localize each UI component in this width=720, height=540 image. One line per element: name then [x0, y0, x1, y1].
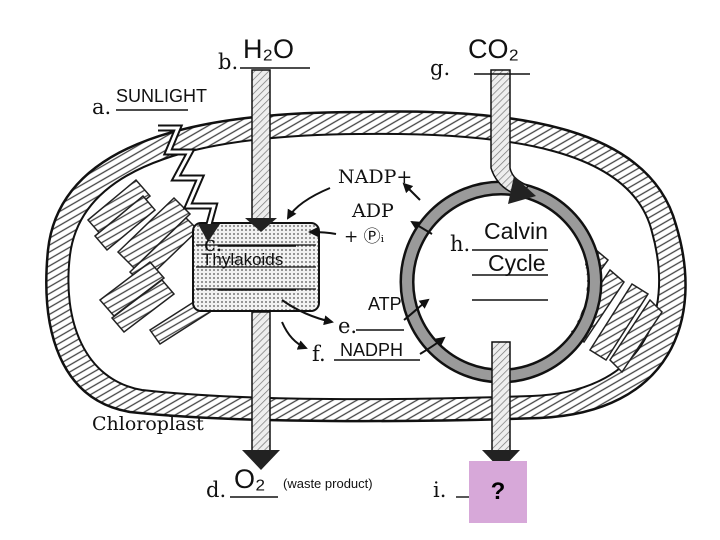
- label-e-answer: ATP: [368, 294, 402, 314]
- co2-input-arrow: [490, 69, 536, 204]
- answer-underlines: [116, 67, 548, 498]
- label-a-answer: SUNLIGHT: [116, 86, 208, 106]
- label-h-letter: h.: [450, 232, 471, 256]
- unknown-answer-box[interactable]: ?: [469, 461, 527, 523]
- label-h-answer-line1: Calvin: [484, 218, 548, 244]
- oxygen-output-arrow: [242, 311, 280, 470]
- label-b-answer: H₂O: [243, 34, 294, 64]
- label-f-answer: NADPH: [340, 340, 404, 360]
- label-d-note: (waste product): [283, 476, 373, 491]
- label-h-answer-line2: Cycle: [488, 250, 546, 276]
- label-c-letter: c.: [204, 232, 223, 256]
- label-i-answer: ?: [490, 478, 506, 505]
- adp-label: ADP: [352, 200, 394, 222]
- chloroplast-label: Chloroplast: [92, 413, 204, 435]
- label-d-letter: d.: [206, 478, 227, 502]
- label-d-answer: O₂: [234, 464, 266, 494]
- sunlight-bolt: [158, 124, 220, 242]
- pi-label: + Ⓟᵢ: [344, 227, 385, 247]
- exchange-arrows: [281, 182, 446, 355]
- label-b-letter: b.: [218, 50, 239, 74]
- label-c-answer: Thylakoids: [202, 250, 284, 269]
- label-i-letter: i.: [433, 478, 447, 502]
- water-input-arrow: [245, 69, 277, 232]
- nadp-label: NADP+: [338, 166, 413, 188]
- label-a-letter: a.: [92, 95, 112, 119]
- label-e-letter: e.: [338, 314, 358, 338]
- label-f-letter: f.: [312, 342, 326, 366]
- label-g-answer: CO₂: [468, 34, 519, 64]
- thylakoid-stack: [192, 222, 320, 312]
- sugar-output-arrow: [482, 341, 520, 470]
- label-g-letter: g.: [430, 56, 451, 80]
